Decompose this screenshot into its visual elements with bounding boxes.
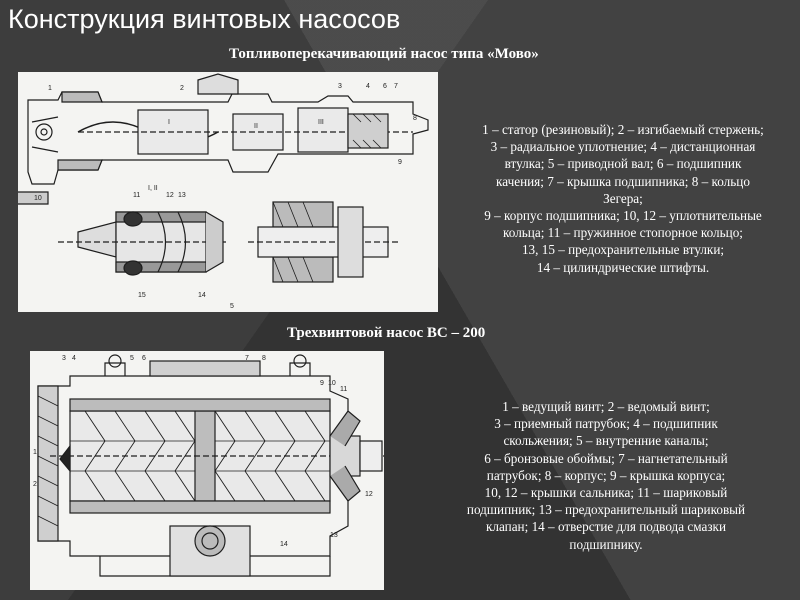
legend2-line: клапан; 14 – отверстие для подвода смазк… bbox=[485, 519, 727, 535]
legend1-line: 9 – корпус подшипника; 10, 12 – уплотнит… bbox=[484, 208, 762, 224]
label-11: 11 bbox=[133, 192, 140, 199]
label-2: 2 bbox=[180, 85, 184, 92]
legend2-line: подшипник; 13 – предохранительный шарико… bbox=[466, 502, 746, 518]
label-11: 11 bbox=[340, 386, 347, 393]
label-6: 6 bbox=[142, 355, 146, 362]
legend1-line: втулка; 5 – приводной вал; 6 – подшипник bbox=[504, 156, 742, 172]
label-13: 13 bbox=[330, 532, 338, 539]
label-13: 13 bbox=[178, 192, 186, 199]
section2-legend: 1 – ведущий винт; 2 – ведомый винт; 3 – … bbox=[440, 398, 772, 553]
legend2-line: патрубок; 8 – корпус; 9 – крышка корпуса… bbox=[486, 467, 726, 483]
section1-subtitle: Топливоперекачивающий насос типа «Мово» bbox=[229, 46, 539, 62]
legend2-line: подшипнику. bbox=[569, 536, 643, 552]
label-6: 6 bbox=[383, 83, 387, 90]
label-15: 15 bbox=[138, 292, 146, 299]
label-2: 2 bbox=[33, 481, 37, 488]
legend1-line: Зегера; bbox=[603, 190, 643, 206]
legend1-line: качения; 7 – крышка подшипника; 8 – коль… bbox=[496, 173, 750, 189]
label-14: 14 bbox=[198, 292, 206, 299]
label-1: 1 bbox=[33, 449, 37, 456]
legend1-line: 14 – цилиндрические штифты. bbox=[536, 259, 710, 275]
legend2-line: скольжения; 5 – внутренние каналы; bbox=[503, 433, 709, 449]
label-5: 5 bbox=[130, 355, 134, 362]
section2-subtitle: Трехвинтовой насос ВС – 200 bbox=[287, 325, 486, 341]
label-9: 9 bbox=[398, 159, 402, 166]
legend1-line: кольца; 11 – пружинное стопорное кольцо; bbox=[503, 225, 743, 241]
label-10: 10 bbox=[328, 380, 336, 387]
label-7: 7 bbox=[394, 83, 398, 90]
screw-pump-drawing: 3 4 5 6 7 8 9 10 11 12 13 14 1 2 bbox=[30, 351, 384, 590]
label-I: I bbox=[168, 119, 170, 126]
section1-legend: 1 – статор (резиновый); 2 – изгибаемый с… bbox=[448, 121, 798, 276]
label-8: 8 bbox=[262, 355, 266, 362]
label-1: 1 bbox=[48, 85, 52, 92]
legend2-line: 3 – приемный патрубок; 4 – подшипник bbox=[494, 416, 718, 432]
legend1-line: 13, 15 – предохранительные втулки; bbox=[521, 242, 725, 258]
label-12: 12 bbox=[166, 192, 174, 199]
label-3: 3 bbox=[62, 355, 66, 362]
label-7: 7 bbox=[245, 355, 249, 362]
legend2-line: 10, 12 – крышки сальника; 11 – шариковый bbox=[484, 485, 728, 501]
slide-title: Конструкция винтовых насосов bbox=[8, 4, 401, 34]
label-12: 12 bbox=[365, 491, 373, 498]
legend2-line: 1 – ведущий винт; 2 – ведомый винт; bbox=[502, 399, 710, 414]
label-3: 3 bbox=[338, 83, 342, 90]
mono-pump-drawing: 1 2 3 4 5 6 7 8 9 10 I II III 11 I, II 1… bbox=[18, 72, 438, 312]
label-I-II: I, II bbox=[148, 185, 158, 192]
label-10: 10 bbox=[34, 195, 42, 202]
label-9: 9 bbox=[320, 380, 324, 387]
legend1-line: 3 – радиальное уплотнение; 4 – дистанцио… bbox=[490, 139, 756, 155]
label-14: 14 bbox=[280, 541, 288, 548]
label-8: 8 bbox=[413, 115, 417, 122]
label-4: 4 bbox=[72, 355, 76, 362]
label-5: 5 bbox=[230, 303, 234, 310]
legend1-line: 1 – статор (резиновый); 2 – изгибаемый с… bbox=[482, 122, 764, 137]
label-II: II bbox=[254, 123, 258, 130]
label-III: III bbox=[318, 119, 324, 126]
label-4: 4 bbox=[366, 83, 370, 90]
legend2-line: 6 – бронзовые обоймы; 7 – нагнетательный bbox=[484, 450, 728, 466]
